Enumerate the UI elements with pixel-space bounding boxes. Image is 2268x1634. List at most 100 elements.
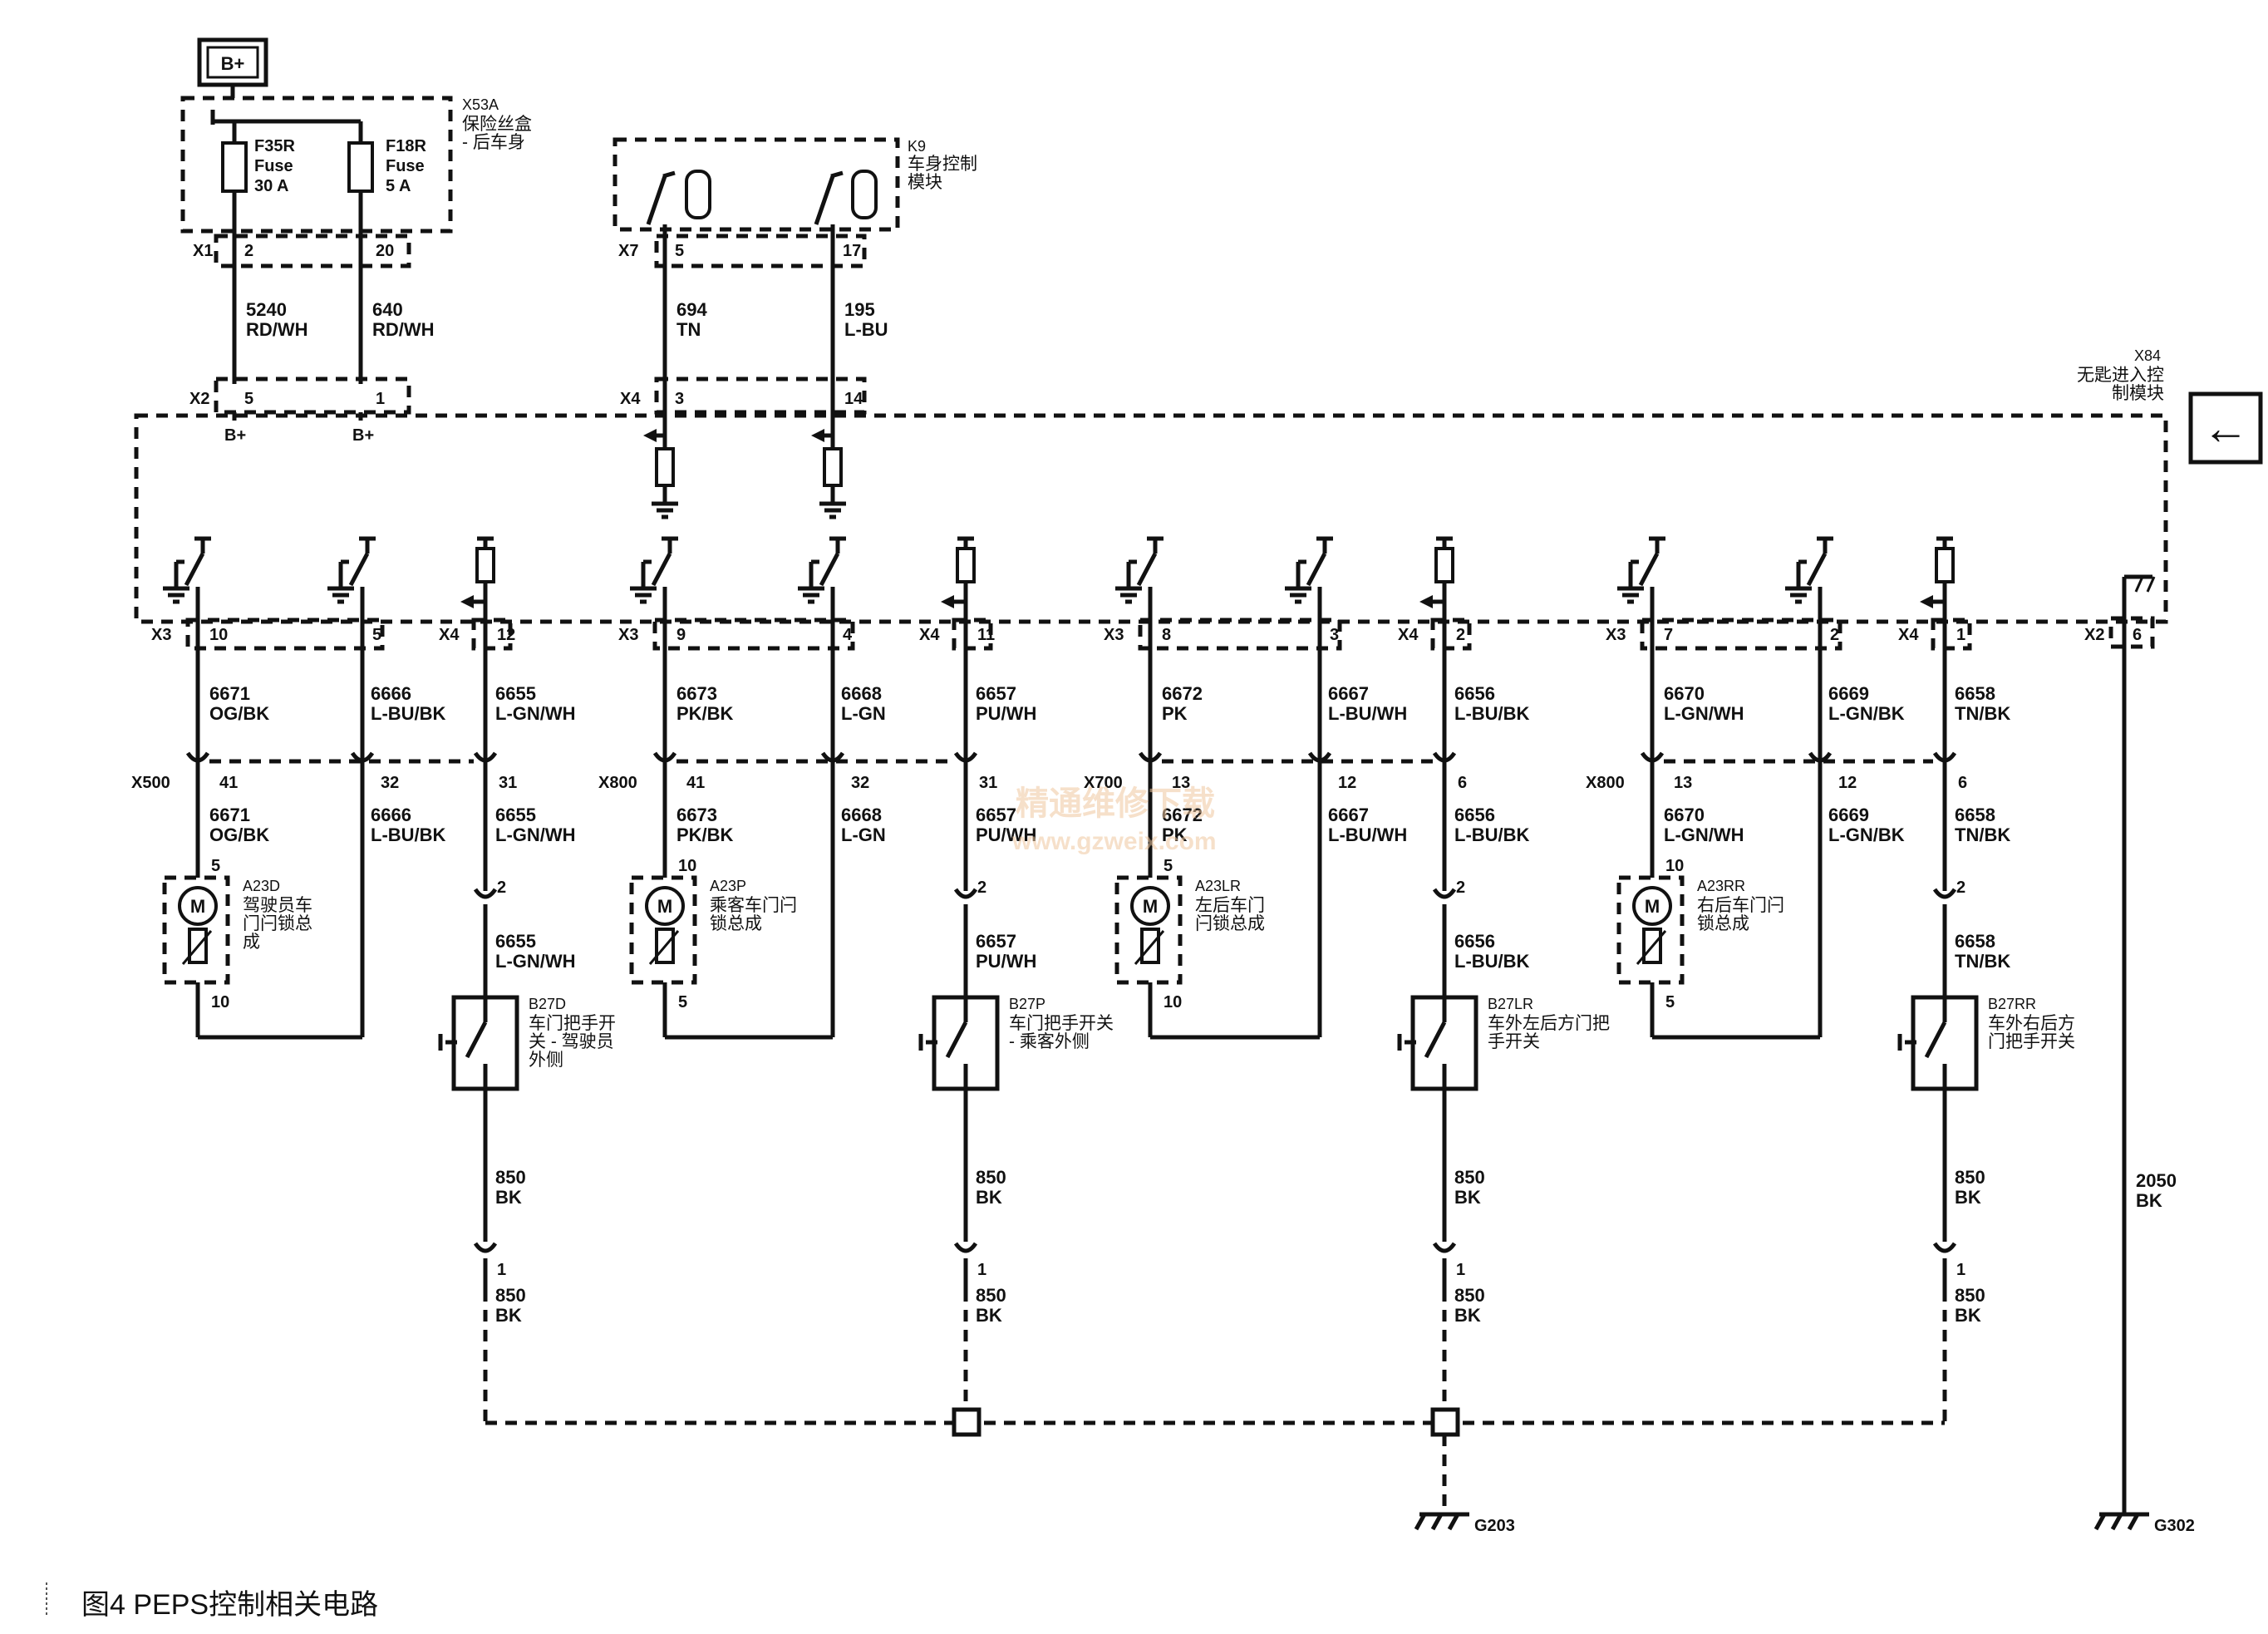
switch-wire-color: L-GN/WH bbox=[495, 703, 576, 724]
ground-wire-circuit: 850 bbox=[1454, 1167, 1485, 1188]
bcm-conn-top: X7 bbox=[618, 242, 638, 260]
switch-wire-circuit: 6658 bbox=[1955, 683, 1995, 704]
motor-icon bbox=[178, 886, 218, 926]
switch-assy-pin-top: 2 bbox=[497, 879, 506, 897]
switch-id: B27P bbox=[1009, 996, 1045, 1012]
switch-wire2-circuit: 6656 bbox=[1454, 805, 1495, 825]
bcm-name-1: 车身控制 bbox=[908, 155, 977, 174]
switch-wire-circuit: 6655 bbox=[495, 683, 536, 704]
lock-wire2-a-color: PK bbox=[1162, 824, 1188, 845]
lock-conn: X3 bbox=[151, 626, 171, 644]
fuse-box-name-1: 保险丝盒 bbox=[462, 115, 532, 134]
lock-pin-b: 2 bbox=[1830, 626, 1839, 644]
switch-wire-color: L-BU/BK bbox=[1454, 703, 1530, 724]
switch-wire2-color: L-GN/WH bbox=[495, 824, 576, 845]
fuse-2-rating: 5 A bbox=[386, 177, 411, 195]
lock-wire2-a-circuit: 6673 bbox=[676, 805, 717, 825]
lock-name-line: 成 bbox=[243, 933, 260, 952]
splice-icon bbox=[952, 1407, 981, 1437]
ground-wire2-color: BK bbox=[1454, 1305, 1481, 1326]
fuse-f18r-icon bbox=[347, 141, 374, 193]
fuse-box-x53a: X53A 保险丝盒 - 后车身 F35R Fuse 30 A F18R Fuse… bbox=[180, 96, 532, 445]
fuse-conn-top: X1 bbox=[193, 242, 213, 260]
watermark: 精通维修下载 www.gzweix.com bbox=[1011, 785, 1217, 855]
lock-wire2-a-circuit: 6671 bbox=[209, 805, 250, 825]
switch-wire3-circuit: 6656 bbox=[1454, 931, 1495, 952]
switch-pin: 2 bbox=[1456, 626, 1465, 644]
lock-wire-b-color: L-GN bbox=[841, 703, 886, 724]
ground-bus-g203: G203 bbox=[483, 1290, 1947, 1535]
bcm-1-pin-top: 5 bbox=[675, 242, 684, 260]
ground-pin: 1 bbox=[977, 1261, 986, 1279]
lock-id: A23RR bbox=[1697, 878, 1745, 894]
lock-wire2-b-color: L-GN/BK bbox=[1828, 824, 1905, 845]
lock-wire2-a-color: OG/BK bbox=[209, 824, 269, 845]
lock-wire-a-color: OG/BK bbox=[209, 703, 269, 724]
lock-wire-a-color: PK bbox=[1162, 703, 1188, 724]
motor-icon bbox=[1632, 886, 1672, 926]
ground-wire2-color: BK bbox=[495, 1305, 522, 1326]
switch-id: B27LR bbox=[1488, 996, 1533, 1012]
harness-id: X700 bbox=[1084, 774, 1123, 792]
fuse-2-pin-bottom: 1 bbox=[376, 390, 385, 408]
switch-wire-color: TN/BK bbox=[1955, 703, 2010, 724]
fuse-1-pin-bottom: 5 bbox=[244, 390, 253, 408]
power-label: B+ bbox=[221, 53, 245, 74]
switch-wire3-color: L-GN/WH bbox=[495, 951, 576, 972]
bcm-conn-bottom: X4 bbox=[620, 390, 641, 408]
switch-conn: X4 bbox=[919, 626, 940, 644]
battery-positive-source: B+ bbox=[197, 37, 268, 98]
switch-wire2-circuit: 6657 bbox=[976, 805, 1016, 825]
switch-assy-pin-top: 2 bbox=[1956, 879, 1965, 897]
lock-wire-b-color: L-BU/WH bbox=[1328, 703, 1407, 724]
lock-pin-bottom: 5 bbox=[678, 993, 687, 1011]
switch-wire3-circuit: 6657 bbox=[976, 931, 1016, 952]
harness-pin-switch: 31 bbox=[979, 774, 997, 792]
lock-wire2-a-color: L-GN/WH bbox=[1664, 824, 1744, 845]
ground-wire2-circuit: 850 bbox=[976, 1285, 1006, 1306]
harness-pin-switch: 6 bbox=[1958, 774, 1967, 792]
arrow-left-icon: ← bbox=[2202, 401, 2249, 454]
switch-wire-circuit: 6657 bbox=[976, 683, 1016, 704]
switch-assy-pin-top: 2 bbox=[977, 879, 986, 897]
lock-id: A23P bbox=[710, 878, 746, 894]
fuse-1-term: B+ bbox=[224, 426, 246, 445]
ground-wire-color: BK bbox=[1955, 1187, 1981, 1208]
fuse-conn-bottom: X2 bbox=[189, 390, 209, 408]
ground-g302-label: G302 bbox=[2154, 1517, 2195, 1535]
switch-conn: X4 bbox=[439, 626, 460, 644]
bcm-name-2: 模块 bbox=[908, 173, 942, 192]
ground-wire2-circuit: 850 bbox=[495, 1285, 526, 1306]
ground-wire-color: BK bbox=[1454, 1187, 1481, 1208]
lock-wire-b-circuit: 6666 bbox=[371, 683, 411, 704]
watermark-cn: 精通维修下载 bbox=[1016, 785, 1215, 822]
keyless-id: X84 bbox=[2134, 347, 2161, 364]
fuse-box-name-2: - 后车身 bbox=[462, 133, 525, 152]
switch-wire2-color: L-BU/BK bbox=[1454, 824, 1530, 845]
continuation-arrow-button[interactable]: ← bbox=[2188, 391, 2263, 465]
keyless-conn: X2 bbox=[2084, 626, 2104, 644]
watermark-url: www.gzweix.com bbox=[1011, 828, 1217, 855]
lock-pin-a: 7 bbox=[1664, 626, 1673, 644]
lock-pin-a: 10 bbox=[209, 626, 228, 644]
lock-wire2-b-color: L-BU/BK bbox=[371, 824, 446, 845]
lock-wire2-a-circuit: 6670 bbox=[1664, 805, 1705, 825]
lock-wire2-b-color: L-BU/WH bbox=[1328, 824, 1407, 845]
ground-wire2-circuit: 850 bbox=[1955, 1285, 1985, 1306]
harness-id: X500 bbox=[131, 774, 170, 792]
harness-pin-a: 13 bbox=[1172, 774, 1190, 792]
lock-pin-top: 5 bbox=[211, 857, 220, 875]
switch-wire3-color: PU/WH bbox=[976, 951, 1036, 972]
lock-wire2-b-color: L-GN bbox=[841, 824, 886, 845]
lock-wire2-b-circuit: 6666 bbox=[371, 805, 411, 825]
lock-pin-top: 5 bbox=[1164, 857, 1173, 875]
lock-wire-a-circuit: 6670 bbox=[1664, 683, 1705, 704]
lock-wire-a-color: PK/BK bbox=[676, 703, 734, 724]
bcm-1-circuit: 694 bbox=[676, 299, 707, 320]
car-icon bbox=[685, 170, 711, 219]
svg-text:M: M bbox=[1143, 896, 1158, 917]
